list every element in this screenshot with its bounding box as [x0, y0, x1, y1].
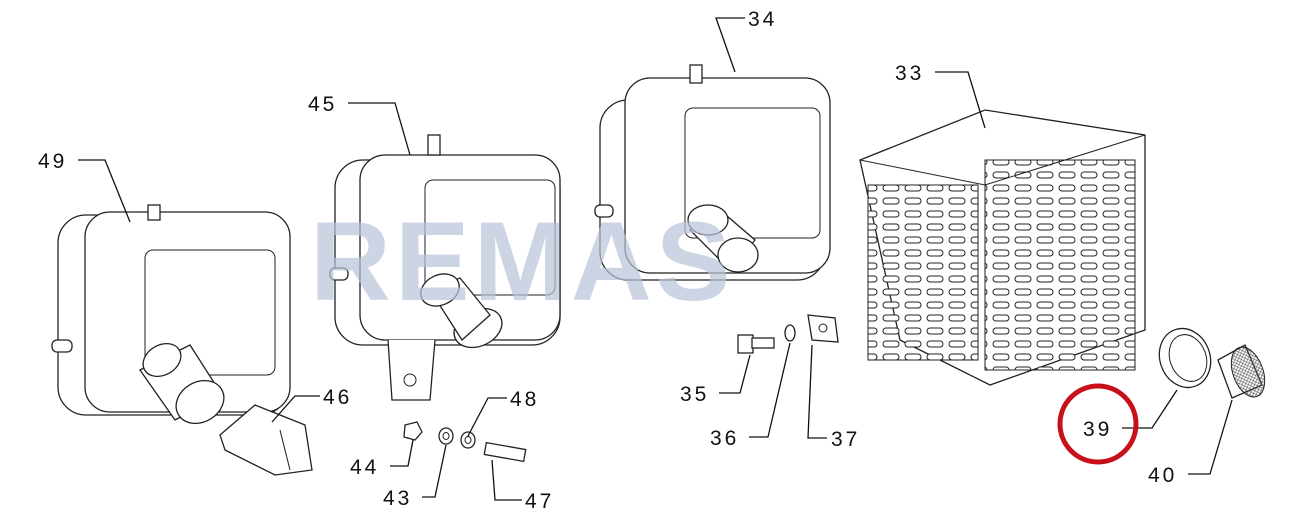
- callout-49: 49: [38, 150, 67, 173]
- stud-47: [483, 441, 527, 463]
- callout-34: 34: [748, 8, 777, 31]
- svg-text:REMAS: REMAS: [310, 199, 734, 324]
- bolt-35: [737, 334, 775, 354]
- muffler-49: [51, 204, 291, 425]
- hose-clamp-39: [1158, 327, 1212, 389]
- spark-arrester-cap-40: [1217, 344, 1266, 399]
- callout-35: 35: [680, 383, 709, 406]
- washer-48: [460, 431, 476, 449]
- clip-37: [807, 314, 839, 343]
- callout-37: 37: [831, 428, 860, 451]
- callout-44: 44: [350, 456, 379, 479]
- callout-40: 40: [1148, 464, 1177, 487]
- grille-guard-33: [859, 109, 1146, 386]
- callout-46: 46: [323, 386, 352, 409]
- callout-45: 45: [308, 93, 337, 116]
- callout-43: 43: [383, 487, 412, 510]
- callout-48: 48: [510, 388, 539, 411]
- muffler-45: [329, 134, 561, 401]
- washer-36: [784, 324, 796, 342]
- callout-39: 39: [1083, 418, 1112, 441]
- bracket-46: [219, 404, 313, 476]
- nut-44: [403, 421, 423, 441]
- washer-43: [438, 427, 454, 445]
- highlight-circle: [1057, 383, 1139, 465]
- muffler-34: [594, 64, 831, 281]
- callout-47: 47: [525, 490, 554, 513]
- callout-33: 33: [895, 62, 924, 85]
- callout-36: 36: [710, 427, 739, 450]
- leader-lines: [78, 17, 1233, 501]
- watermark-logo: REMAS: [310, 199, 734, 324]
